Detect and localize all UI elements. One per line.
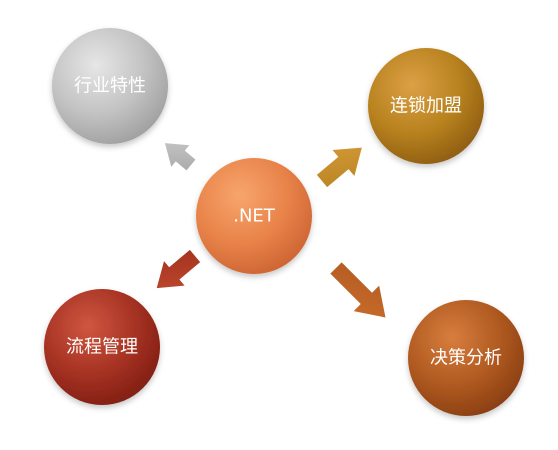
node-decision-label: 决策分析 — [430, 348, 502, 369]
node-franchise-label: 连锁加盟 — [390, 96, 462, 117]
node-industry — [52, 28, 168, 144]
arrow-to-process — [156, 249, 201, 289]
node-decision — [408, 300, 524, 416]
node-process — [44, 289, 160, 405]
center-node-label: .NET — [233, 206, 276, 227]
node-industry-label: 行业特性 — [74, 76, 146, 97]
arrow-to-decision — [330, 262, 386, 318]
center-node — [196, 158, 312, 274]
arrow-to-franchise — [316, 147, 362, 188]
node-process-label: 流程管理 — [66, 337, 138, 358]
node-franchise — [368, 48, 484, 164]
arrow-to-industry — [164, 143, 196, 171]
